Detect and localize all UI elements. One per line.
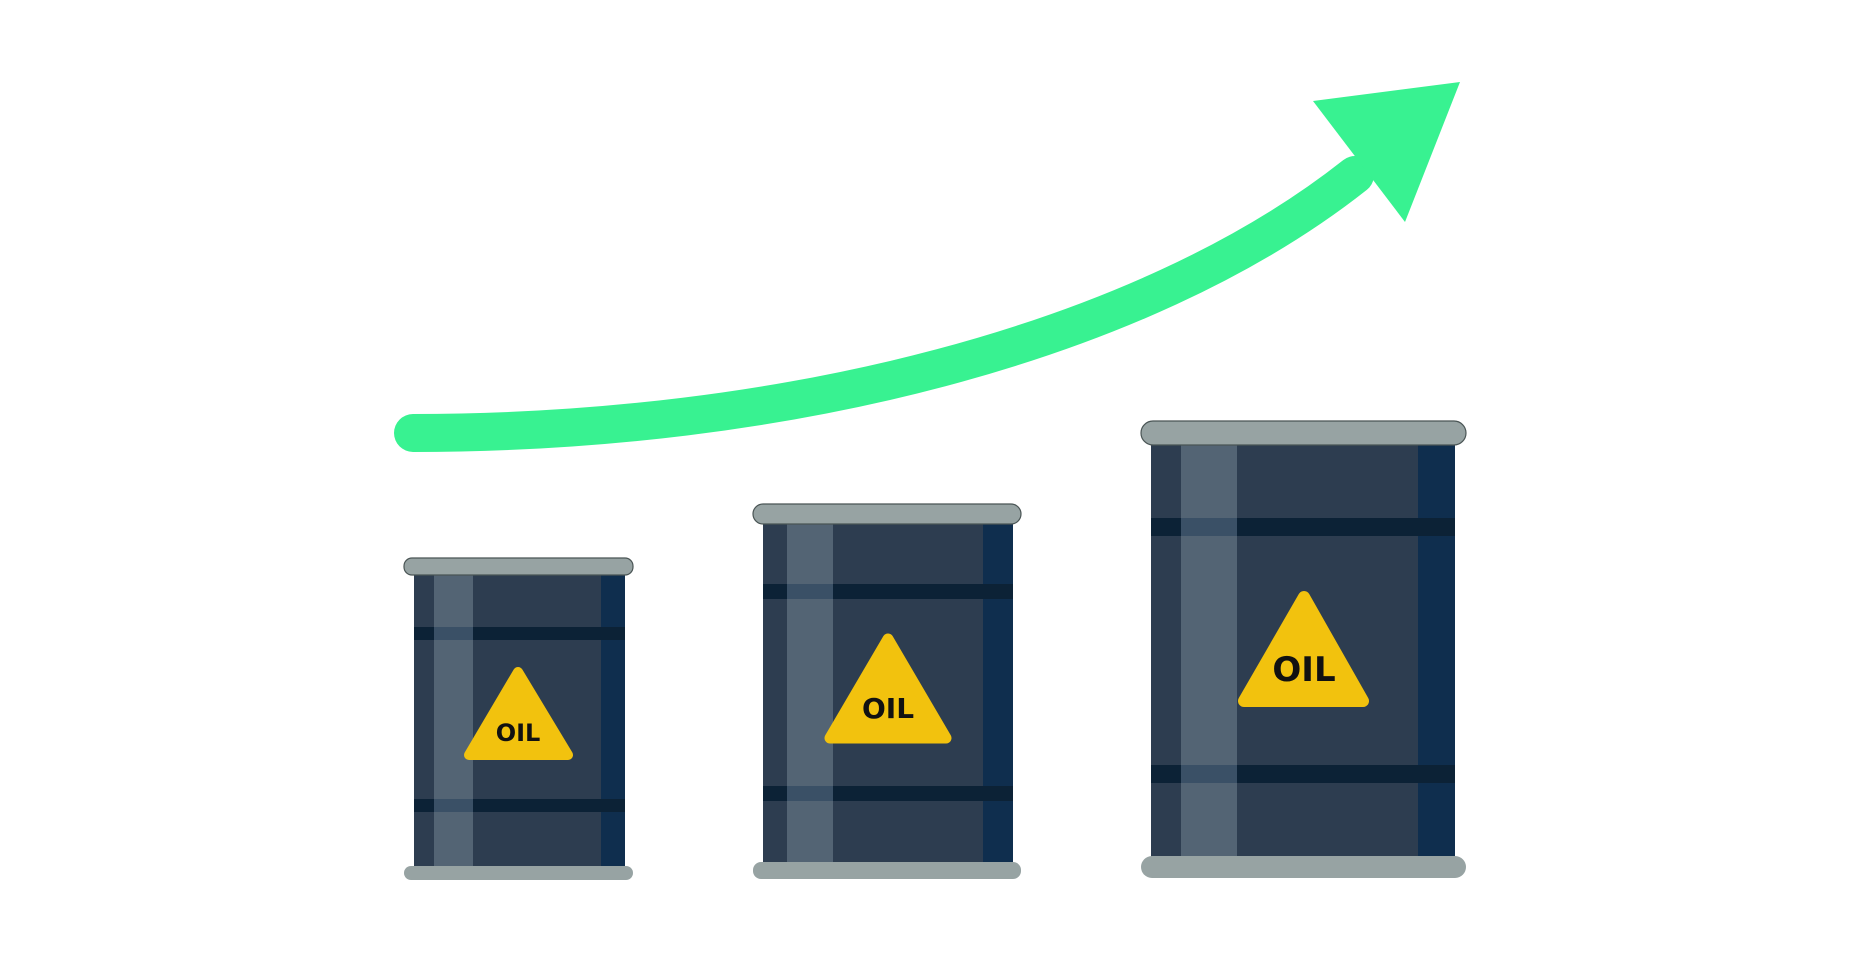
oil-barrel-small: OIL xyxy=(403,557,634,880)
barrel-label: OIL xyxy=(862,692,914,725)
arrow-shaft xyxy=(394,156,1374,452)
barrel-top-rim xyxy=(752,503,1022,525)
barrel-label: OIL xyxy=(1272,650,1335,690)
oil-barrel-large: OIL xyxy=(1140,420,1467,878)
barrel-label: OIL xyxy=(496,719,541,747)
barrel-band-highlight xyxy=(787,786,833,801)
barrel-band-highlight xyxy=(434,627,473,640)
oil-barrel-medium: OIL xyxy=(752,503,1022,879)
barrel-bottom-rim xyxy=(1141,856,1466,878)
barrel-bottom-rim xyxy=(404,866,633,880)
arrow-head xyxy=(1313,82,1460,222)
barrel-highlight-stripe xyxy=(787,521,833,866)
warning-triangle-icon: OIL xyxy=(464,667,573,760)
warning-triangle-icon: OIL xyxy=(1238,591,1369,707)
barrel-band-highlight xyxy=(1181,765,1237,783)
warning-triangle-icon: OIL xyxy=(824,633,952,744)
barrel-bottom-rim xyxy=(753,862,1021,879)
barrel-highlight-stripe xyxy=(1181,441,1237,860)
barrel-top-rim xyxy=(1140,420,1467,446)
barrel-band-highlight xyxy=(787,584,833,599)
barrel-shadow-stripe xyxy=(1418,441,1455,860)
barrel-top-rim xyxy=(403,557,634,576)
barrel-shadow-stripe xyxy=(601,572,625,869)
barrel-shadow-stripe xyxy=(983,521,1013,866)
barrel-band-highlight xyxy=(1181,518,1237,536)
upward-trend-arrow-icon xyxy=(394,82,1460,452)
barrel-highlight-stripe xyxy=(434,572,473,869)
barrel-band-highlight xyxy=(434,799,473,812)
